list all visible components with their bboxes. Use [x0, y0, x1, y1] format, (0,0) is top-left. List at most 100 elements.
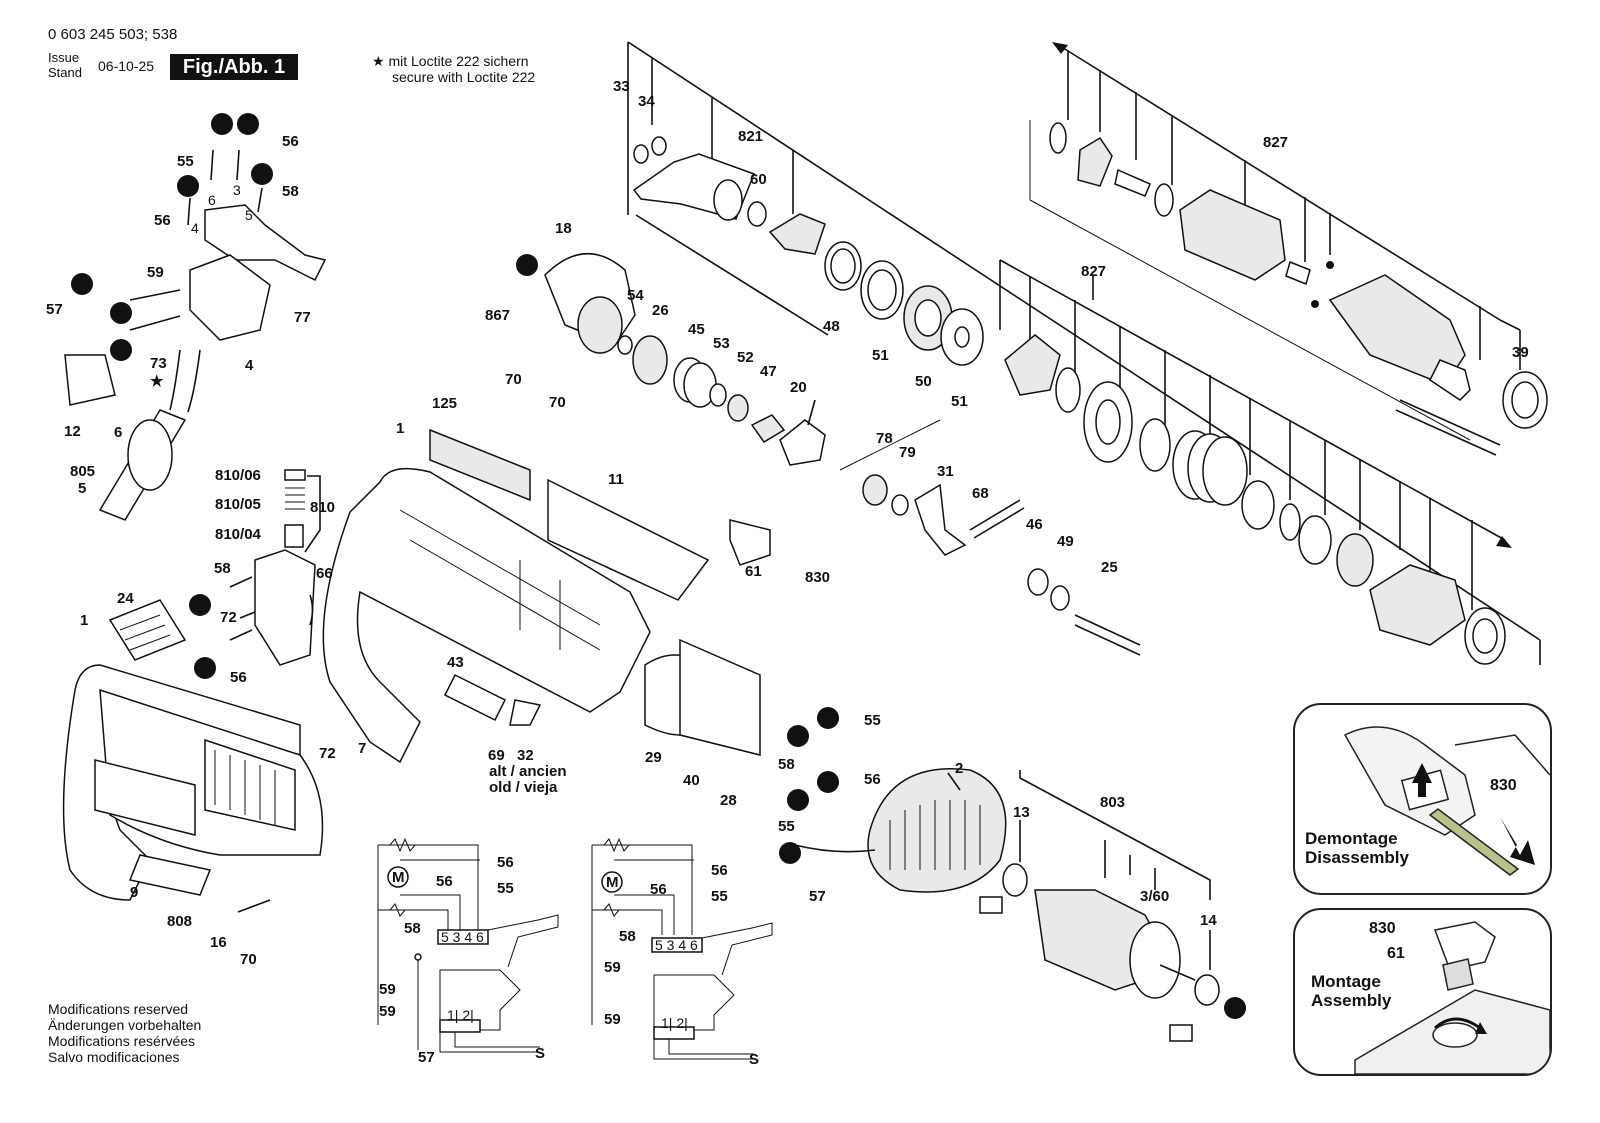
svg-text:E: E — [785, 845, 795, 862]
note-alt-ancien: alt / ancien — [489, 763, 567, 780]
issue-stand-label: Issue Stand — [48, 50, 82, 80]
svg-text:C: C — [823, 774, 834, 791]
callout-59: 59 — [147, 264, 164, 281]
assembly-title-en: Assembly — [1311, 991, 1392, 1010]
callout-53: 53 — [713, 335, 730, 352]
issue-label: Issue — [48, 50, 80, 65]
callout-40: 40 — [683, 772, 700, 789]
mod-note-fr: Modifications resérvées — [48, 1033, 196, 1049]
mod-note-es: Salvo modificaciones — [48, 1049, 180, 1065]
small-number-5: 5 — [245, 207, 253, 223]
motor-symbol-2: M — [606, 874, 619, 891]
callout-56: 56 — [497, 854, 514, 871]
callout-57: 57 — [809, 888, 826, 905]
wire-end-1: S — [535, 1045, 545, 1062]
callout-24: 24 — [117, 590, 134, 607]
callout-50: 50 — [915, 373, 932, 390]
callout-72: 72 — [220, 609, 237, 626]
callout-70: 70 — [505, 371, 522, 388]
callout-58: 58 — [214, 560, 231, 577]
callout-11: 11 — [608, 471, 624, 488]
mod-note-en: Modifications reserved — [48, 1001, 189, 1017]
assembly-part-830: 830 — [1369, 920, 1396, 937]
svg-text:G: G — [199, 660, 211, 677]
small-number-3: 3 — [233, 182, 241, 198]
svg-text:F: F — [195, 597, 204, 614]
small-number-6: 6 — [208, 192, 216, 208]
callout-59: 59 — [379, 1003, 396, 1020]
rotate-arrow-icon — [1433, 1017, 1481, 1030]
loctite-note: ★ mit Loctite 222 sichern secure with Lo… — [372, 53, 535, 85]
svg-text:B: B — [116, 342, 127, 359]
marker-c-top: C — [110, 302, 132, 324]
drive-parts — [632, 136, 984, 366]
note-old-vieja: old / vieja — [489, 779, 558, 796]
marker-g-top: G — [237, 113, 259, 135]
callout-2: 2 — [955, 760, 963, 777]
star-icon: ★ — [372, 53, 385, 69]
callout-56: 56 — [711, 862, 728, 879]
svg-text:A: A — [823, 710, 834, 727]
disassembly-inset: 830 Demontage Disassembly — [1293, 703, 1552, 895]
brush-holder — [229, 469, 316, 666]
callout-55: 55 — [497, 880, 514, 897]
callout-20: 20 — [790, 379, 807, 396]
marker-d-top: D — [251, 163, 273, 185]
callout-14: 14 — [1200, 912, 1217, 929]
callout-70: 70 — [549, 394, 566, 411]
wire-end-2: S — [749, 1051, 759, 1068]
callout-45: 45 — [688, 321, 705, 338]
gear-parts — [544, 253, 1141, 656]
callout-56: 56 — [230, 669, 247, 686]
wiring-diagram-1 — [377, 837, 559, 1053]
callout-48: 48 — [823, 318, 840, 335]
assembly-inset: 830 61 Montage Assembly — [1293, 908, 1552, 1076]
callout-16: 16 — [210, 934, 227, 951]
callout-56: 56 — [282, 133, 299, 150]
callout-66: 66 — [316, 565, 333, 582]
part-callouts: 55 56 56 58 6 3 4 5 59 57 77 73 ★ 4 12 6… — [46, 78, 1529, 1068]
callout-55: 55 — [177, 153, 194, 170]
switch-terminals-2: 1| 2| — [661, 1015, 688, 1031]
assembly-illustration — [1354, 921, 1550, 1074]
callout-61: 61 — [745, 563, 762, 580]
marker-a-motor: A — [817, 707, 839, 729]
drill-body — [62, 599, 324, 913]
callout-73: 73 — [150, 355, 167, 372]
disassembly-title-en: Disassembly — [1305, 848, 1409, 867]
callout-1: 1 — [80, 612, 88, 629]
callout-59: 59 — [379, 981, 396, 998]
loctite-note-en: secure with Loctite 222 — [392, 69, 536, 85]
callout-13: 13 — [1013, 804, 1030, 821]
callout-6: 6 — [114, 424, 122, 441]
tool-holder-bracket — [999, 259, 1512, 610]
callout-46: 46 — [1026, 516, 1043, 533]
disassembly-title-de: Demontage — [1305, 829, 1398, 848]
marker-b-motor: B — [787, 725, 809, 747]
marker-a-top: A — [211, 113, 233, 135]
svg-text:Z: Z — [1230, 1000, 1239, 1017]
arrow-up-icon — [1412, 763, 1432, 797]
terminals-2: 5 3 4 6 — [655, 937, 698, 953]
callout-18: 18 — [555, 220, 572, 237]
wiring-diagram-2 — [591, 837, 773, 1060]
callout-25: 25 — [1101, 559, 1118, 576]
callout-56: 56 — [436, 873, 453, 890]
callout-26: 26 — [652, 302, 669, 319]
loctite-star: ★ — [150, 373, 164, 390]
callout-56: 56 — [650, 881, 667, 898]
callout-43: 43 — [447, 654, 464, 671]
callout-56: 56 — [864, 771, 881, 788]
callout-59: 59 — [604, 959, 621, 976]
callout-54: 54 — [627, 287, 644, 304]
callout-830: 830 — [805, 569, 830, 586]
document-number: 0 603 245 503; 538 — [48, 26, 178, 43]
callout-72: 72 — [319, 745, 336, 762]
callout-55: 55 — [864, 712, 881, 729]
callout-68: 68 — [972, 485, 989, 502]
callout-49: 49 — [1057, 533, 1074, 550]
callout-59: 59 — [604, 1011, 621, 1028]
chuck-parts — [1049, 122, 1548, 456]
callout-810-06: 810/06 — [215, 467, 261, 484]
